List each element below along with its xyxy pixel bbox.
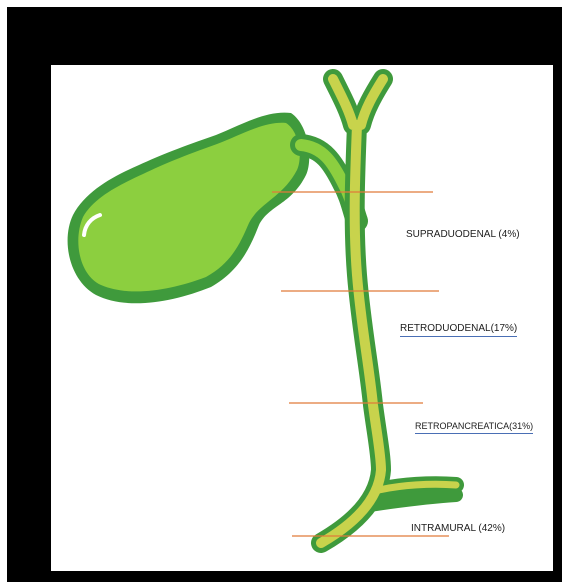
black-frame: SUPRADUODENAL (4%) RETRODUODENAL(17%) RE… xyxy=(7,7,562,582)
label-intramural: INTRAMURAL (42%) xyxy=(411,523,505,535)
diagram-canvas: SUPRADUODENAL (4%) RETRODUODENAL(17%) RE… xyxy=(51,65,553,571)
biliary-tree-diagram xyxy=(51,65,553,571)
label-retroduodenal: RETRODUODENAL(17%) xyxy=(400,323,517,337)
pancreatic-duct-lower-outline xyxy=(369,495,456,505)
label-retropancreatica: RETROPANCREATICA(31%) xyxy=(415,420,533,434)
label-supraduodenal: SUPRADUODENAL (4%) xyxy=(406,229,520,241)
